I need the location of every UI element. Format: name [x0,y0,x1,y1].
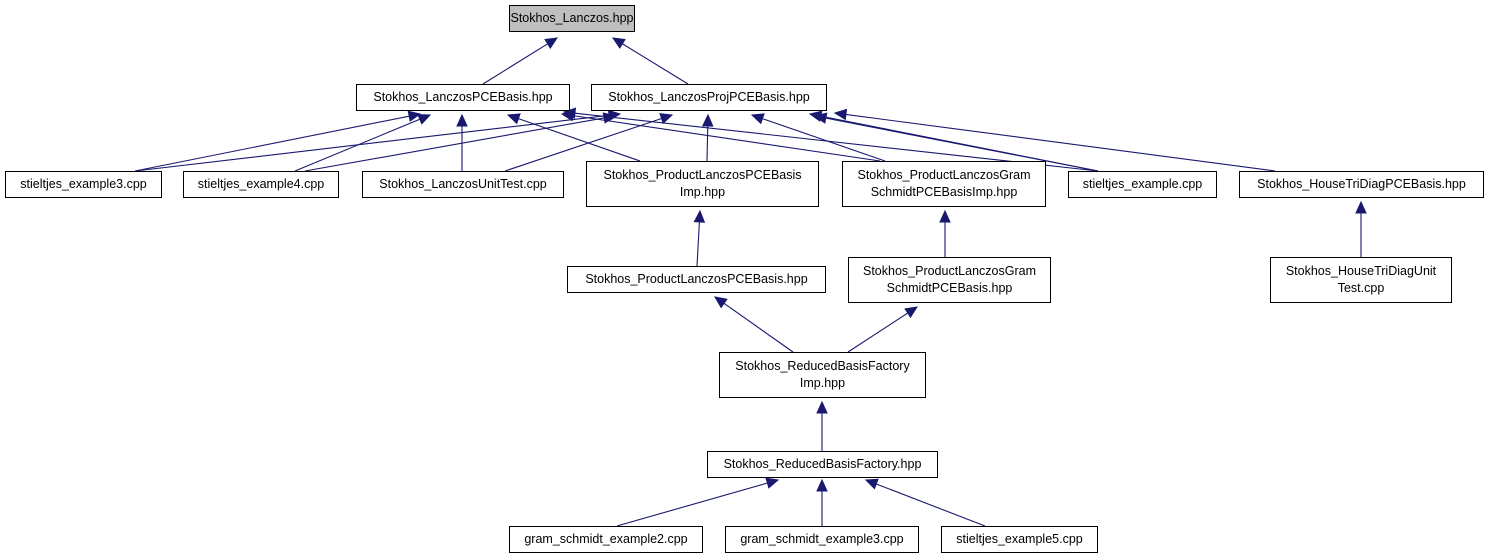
edge-arrowhead [611,37,626,49]
node-stokhos-productlanczosgramschmidtpcebasisimp-hpp[interactable]: Stokhos_ProductLanczosGram SchmidtPCEBas… [842,161,1046,207]
node-stokhos-productlanczospcebasisimp-hpp[interactable]: Stokhos_ProductLanczosPCEBasis Imp.hpp [586,161,819,207]
node-label: Stokhos_ProductLanczosPCEBasis.hpp [585,272,808,286]
edge-arrowhead [1355,200,1367,214]
dependency-edge [482,43,548,85]
node-stokhos-reducedbasisfactory-hpp[interactable]: Stokhos_ReducedBasisFactory.hpp [707,451,938,478]
node-gram-schmidt-example3-cpp[interactable]: gram_schmidt_example3.cpp [725,526,919,553]
node-label-line-1: Stokhos_ReducedBasisFactory [735,359,910,373]
node-stokhos-lanczosunittest-cpp[interactable]: Stokhos_LanczosUnitTest.cpp [362,171,564,198]
dependency-edge [706,125,709,162]
dependency-edge [845,113,1276,172]
dependency-edge [847,312,909,353]
edge-arrowhead [864,478,879,490]
node-gram-schmidt-example2-cpp[interactable]: gram_schmidt_example2.cpp [509,526,703,553]
node-label-line-2: Test.cpp [1337,281,1385,295]
node-stieltjes-example5-cpp[interactable]: stieltjes_example5.cpp [941,526,1098,553]
node-label: Stokhos_HouseTriDiagPCEBasis.hpp [1257,177,1466,191]
dependency-edge [134,114,610,172]
node-label: stieltjes_example4.cpp [197,177,325,191]
node-stokhos-housetridiagunittest-cpp[interactable]: Stokhos_HouseTriDiagUnit Test.cpp [1270,257,1452,303]
node-label: stieltjes_example5.cpp [956,532,1083,546]
node-label: Stokhos_LanczosProjPCEBasis.hpp [608,90,810,104]
edge-arrowhead [602,112,617,124]
node-label-line-2: SchmidtPCEBasis.hpp [886,281,1013,295]
node-stokhos-reducedbasisfactoryimp-hpp[interactable]: Stokhos_ReducedBasisFactory Imp.hpp [719,352,926,398]
node-label: Stokhos_ReducedBasisFactory.hpp [723,457,922,471]
edge-arrowhead [816,478,828,492]
node-label: gram_schmidt_example3.cpp [740,532,904,546]
dependency-edge [696,221,700,267]
node-stokhos-productlanczosgramschmidtpcebasis-hpp[interactable]: Stokhos_ProductLanczosGram SchmidtPCEBas… [848,257,1051,303]
node-label: Stokhos_Lanczos.hpp [510,11,634,25]
dependency-edge [762,118,886,162]
node-stieltjes-example-cpp[interactable]: stieltjes_example.cpp [1068,171,1217,198]
edge-arrowhead [904,306,919,319]
edge-arrowhead [506,113,521,125]
node-stieltjes-example3-cpp[interactable]: stieltjes_example3.cpp [5,171,162,198]
edge-arrowhead [750,113,765,125]
node-label-line-2: SchmidtPCEBasisImp.hpp [870,185,1018,199]
node-label: Stokhos_LanczosUnitTest.cpp [379,177,547,191]
edge-arrowhead [544,37,559,49]
dependency-edge [825,117,1099,172]
edge-arrowhead [417,114,432,125]
dependency-edge [518,118,641,162]
dependency-edge [572,115,881,162]
node-stokhos-lanczospcebasis-hpp[interactable]: Stokhos_LanczosPCEBasis.hpp [356,84,570,111]
dependency-edge [134,115,410,172]
node-stokhos-lanczos-hpp: Stokhos_Lanczos.hpp [509,5,635,32]
node-label-line-1: Stokhos_ProductLanczosPCEBasis [603,168,802,182]
edge-arrowhead [456,113,468,127]
edge-arrowhead [714,296,728,309]
node-label: stieltjes_example3.cpp [20,177,147,191]
edge-arrowhead [765,477,780,489]
edge-arrowhead [813,112,828,124]
dependency-edge [723,302,794,353]
edge-arrowhead [939,209,951,223]
edge-arrowhead [833,108,848,121]
node-stokhos-lanczosprojpcebasis-hpp[interactable]: Stokhos_LanczosProjPCEBasis.hpp [591,84,827,111]
edge-arrowhead [659,113,674,125]
dependency-edge [616,482,768,527]
node-label-line-1: Stokhos_ProductLanczosGram [857,168,1031,182]
node-stieltjes-example4-cpp[interactable]: stieltjes_example4.cpp [183,171,339,198]
dependency-edge [304,117,605,172]
dependency-edge [504,117,662,172]
node-stokhos-housetridiagpcebasis-hpp[interactable]: Stokhos_HouseTriDiagPCEBasis.hpp [1239,171,1484,198]
edge-arrowhead [701,113,714,127]
node-label: gram_schmidt_example2.cpp [524,532,688,546]
dependency-edge [622,43,689,85]
node-label: Stokhos_LanczosPCEBasis.hpp [373,90,553,104]
node-label-line-2: Imp.hpp [679,185,726,199]
edge-arrowhead [816,400,828,414]
node-label-line-1: Stokhos_HouseTriDiagUnit [1285,264,1437,278]
node-label-line-1: Stokhos_ProductLanczosGram [862,264,1036,278]
node-stokhos-productlanczospcebasis-hpp[interactable]: Stokhos_ProductLanczosPCEBasis.hpp [567,266,826,293]
edge-arrowhead [693,209,706,223]
node-label: stieltjes_example.cpp [1082,177,1203,191]
node-label-line-2: Imp.hpp [799,376,846,390]
dependency-edge [876,483,986,527]
edge-arrowhead [407,110,422,122]
